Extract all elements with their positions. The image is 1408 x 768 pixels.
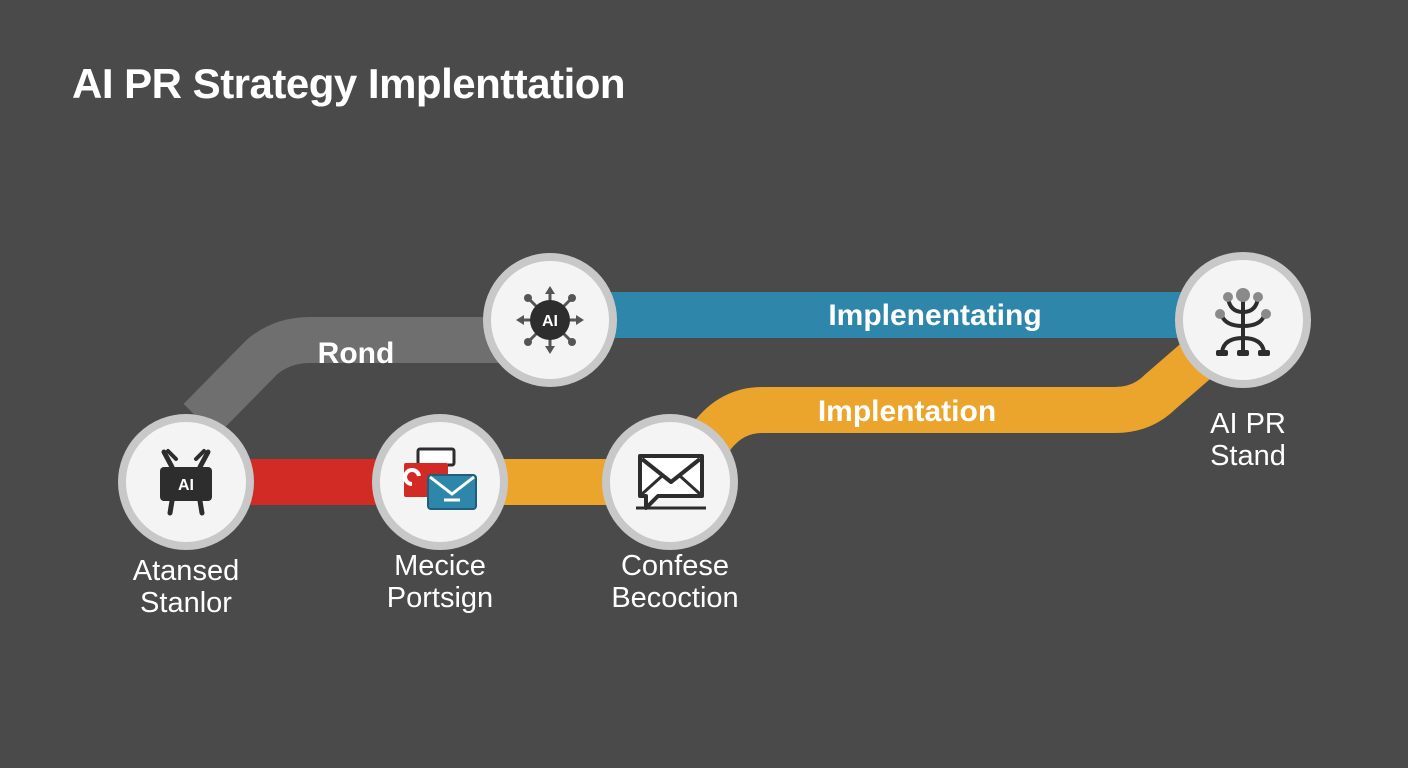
node-confese-label: Confese Becoction [590, 550, 760, 614]
node-confese[interactable] [602, 414, 738, 550]
node-confese-label-line1: Confese [620, 550, 729, 582]
node-mecice[interactable] [372, 414, 508, 550]
gray-path-label: Rond [318, 337, 395, 370]
gray-path [183, 317, 550, 437]
node-end[interactable] [1175, 252, 1311, 388]
node-end-label-line2: Stand [1210, 440, 1286, 472]
node-mecice-label-line2: Portsign [386, 582, 494, 614]
org-tree-icon [1215, 288, 1271, 356]
node-start[interactable]: AI [118, 414, 254, 550]
mail-message-icon [636, 454, 706, 510]
ai-network-icon-text: AI [542, 313, 558, 330]
node-mecice-label-line1: Mecice [394, 550, 486, 582]
node-end-label: AI PR Stand [1178, 408, 1318, 472]
envelope-cards-icon [403, 447, 477, 510]
ai-robot-icon-text: AI [178, 477, 194, 494]
node-confese-label-line2: Becoction [611, 582, 739, 614]
orange-path-label: Implentation [818, 395, 996, 428]
blue-path-label: Implenentating [828, 299, 1041, 332]
page-title: AI PR Strategy Implenttation [72, 60, 626, 107]
node-start-label-line1: Atansed [132, 555, 240, 587]
node-end-label-line1: AI PR [1210, 408, 1286, 440]
ai-network-icon: AI [516, 286, 584, 354]
ai-robot-icon: AI [160, 449, 212, 516]
node-mecice-label: Mecice Portsign [360, 550, 520, 614]
node-start-label: Atansed Stanlor [106, 555, 266, 619]
orange-path-upper [653, 302, 1259, 498]
node-start-label-line2: Stanlor [140, 587, 232, 619]
node-ai-hub[interactable]: AI [483, 253, 617, 387]
